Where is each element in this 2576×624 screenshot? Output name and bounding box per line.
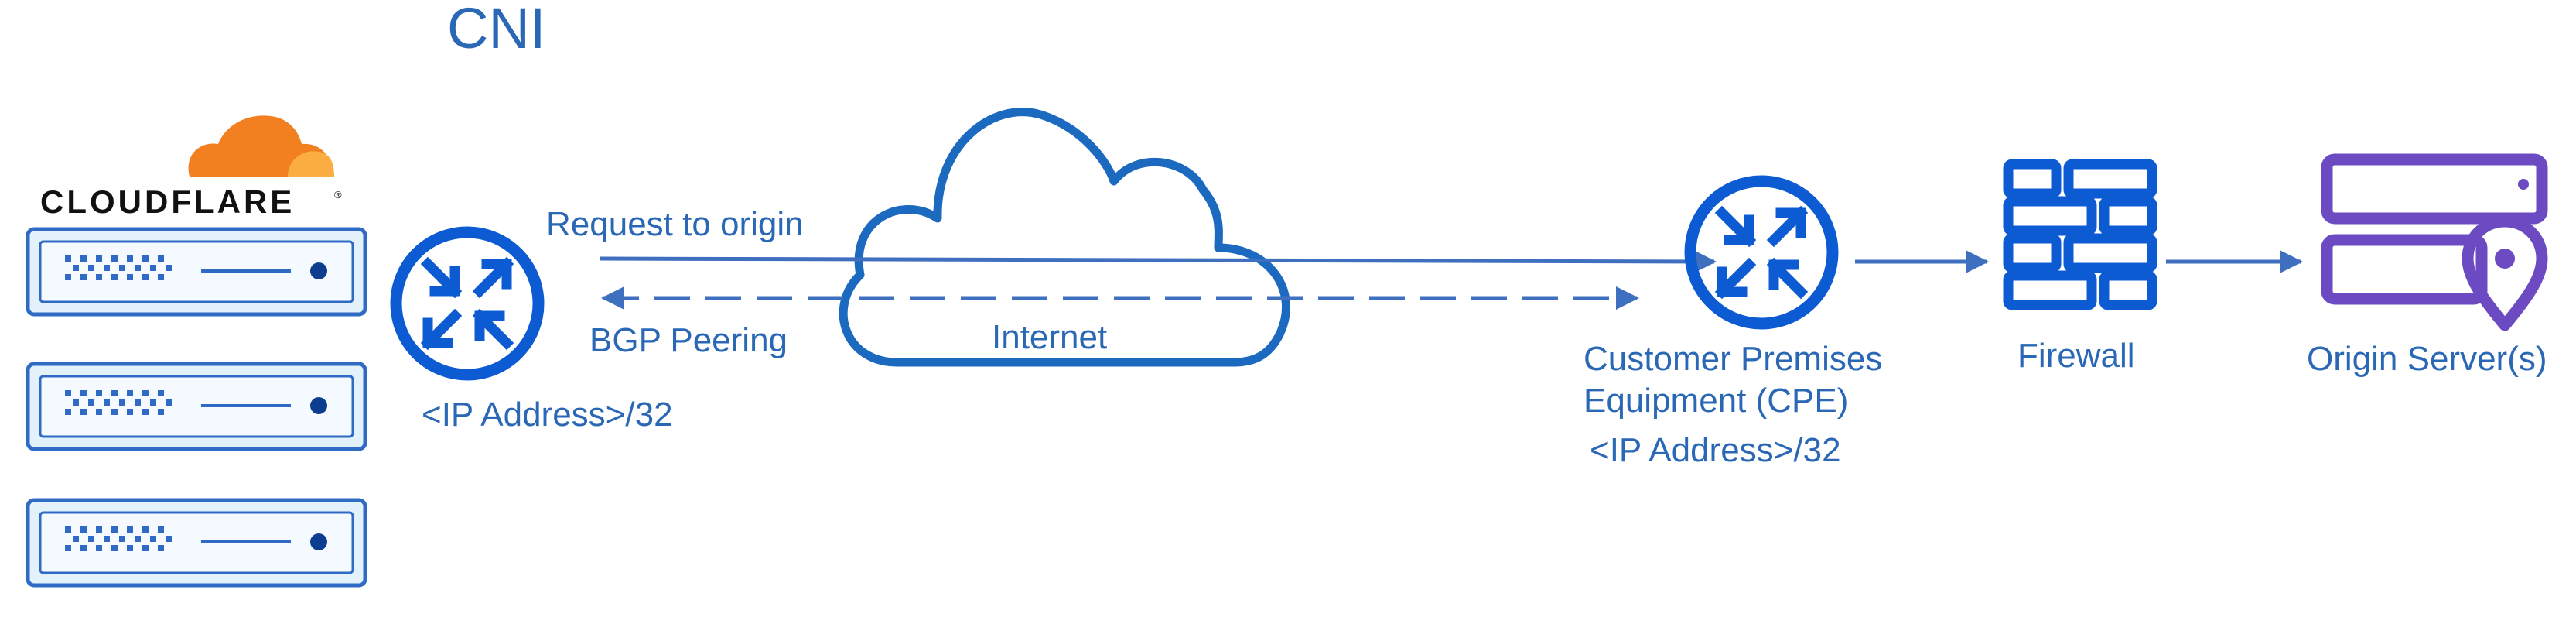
cpe-ip: <IP Address>/32 xyxy=(1590,431,1841,469)
diagram-title: CNI xyxy=(447,0,545,60)
firewall-icon xyxy=(2003,159,2157,310)
origin-server-icon xyxy=(2321,153,2548,331)
server-unit xyxy=(26,498,367,588)
request-to-origin-arrow xyxy=(600,249,1717,273)
cloudflare-router-ip: <IP Address>/32 xyxy=(422,396,673,434)
internet-cloud-icon xyxy=(839,108,1291,367)
origin-server-label: Origin Server(s) xyxy=(2307,340,2547,378)
cloudflare-cloud-icon xyxy=(188,115,334,177)
cloudflare-logo: CLOUDFLARE ® xyxy=(40,115,342,220)
request-to-origin-label: Request to origin xyxy=(546,205,804,243)
cpe-label-line2: Equipment (CPE) xyxy=(1584,382,1848,420)
cloudflare-server-stack xyxy=(26,227,367,588)
bgp-peering-label: BGP Peering xyxy=(589,321,787,359)
firewall-label: Firewall xyxy=(2017,337,2135,375)
internet-label: Internet xyxy=(992,318,1107,356)
server-unit xyxy=(26,227,367,317)
cpe-label-line1: Customer Premises xyxy=(1584,340,1882,378)
server-unit xyxy=(26,362,367,451)
cpe-router-icon xyxy=(1684,175,1839,330)
trademark-mark: ® xyxy=(334,189,342,201)
cloudflare-wordmark: CLOUDFLARE xyxy=(40,183,295,220)
cloudflare-router-icon xyxy=(390,226,545,381)
